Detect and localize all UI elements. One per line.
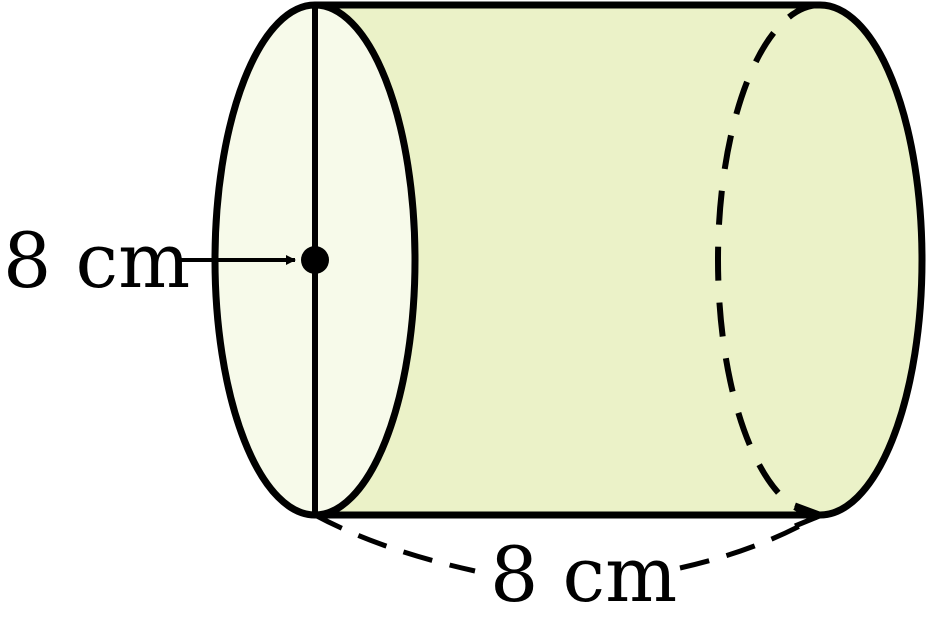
cylinder-body [315,5,922,515]
diameter-label: 8 cm [3,216,190,305]
length-arrowhead [794,502,829,529]
length-curve-right [679,512,822,571]
cylinder-right-end-hidden [715,2,821,518]
length-label: 8 cm [490,530,677,619]
cylinder-right-end-visible [819,1,926,519]
center-point [301,246,329,274]
length-curve-left [313,512,476,574]
